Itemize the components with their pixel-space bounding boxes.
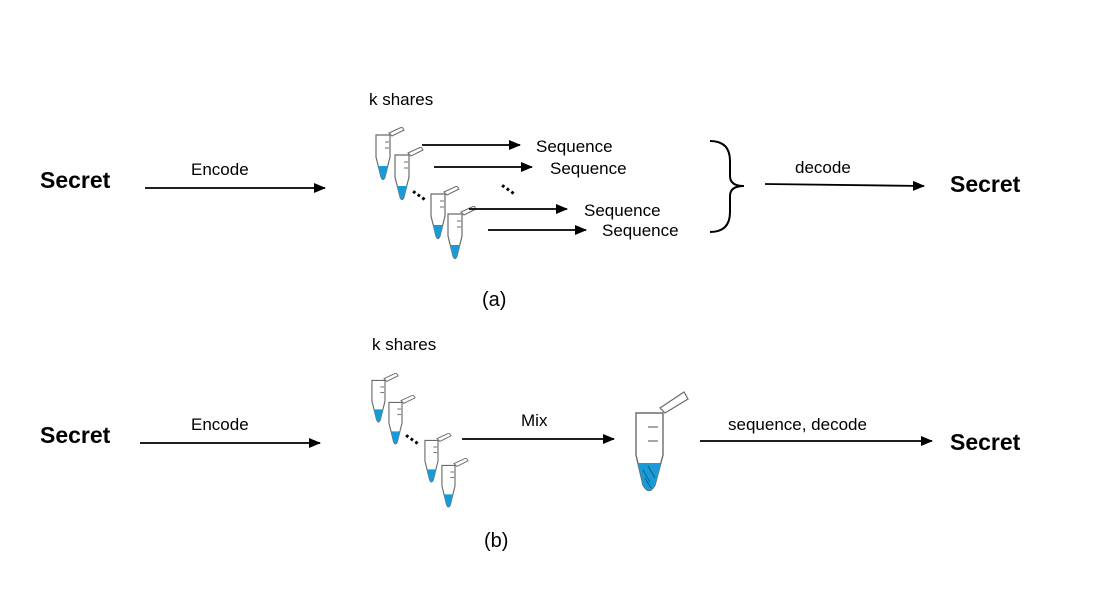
secret-label-b-left: Secret [40,422,111,448]
caption-b: (b) [484,530,509,552]
decode-label-a: decode [795,158,851,177]
tube-icon-a4 [447,206,477,260]
sequence-label-a2: Sequence [550,159,627,178]
mix-label: Mix [521,411,548,430]
encode-label-b: Encode [191,415,249,434]
large-tube-icon [635,391,689,492]
sequence-decode-label: sequence, decode [728,415,867,434]
shares-label-b: k shares [372,335,437,354]
encode-label-a: Encode [191,160,249,179]
secret-label-a-left: Secret [40,167,111,193]
sequence-label-a4: Sequence [602,221,679,240]
sequence-label-a3: Sequence [584,201,661,220]
sequence-label-a1: Sequence [536,137,613,156]
decode-arrow-a [764,180,925,191]
secret-label-b-right: Secret [950,429,1021,455]
shares-label-a: k shares [369,90,434,109]
curly-brace [709,140,745,233]
secret-label-a-right: Secret [950,171,1021,197]
caption-a: (a) [482,289,507,311]
tube-icon-b4 [441,458,469,508]
